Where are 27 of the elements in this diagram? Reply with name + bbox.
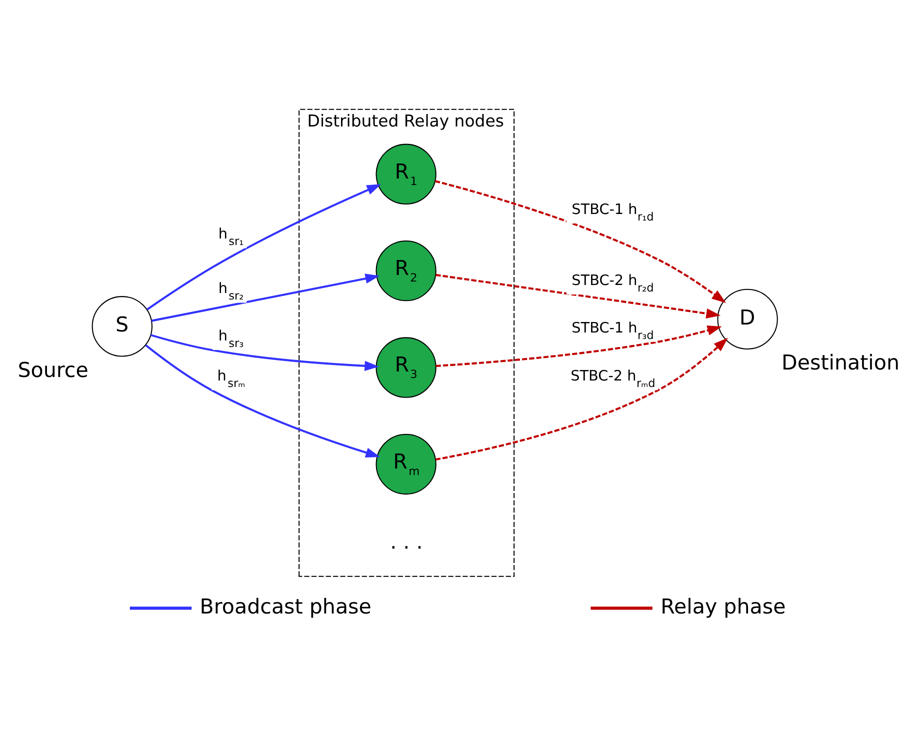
- edge-label: STBC-2 h$_{r₂d}$: [571, 272, 654, 294]
- node-circle: S: [91, 296, 152, 356]
- label: · · ·: [390, 535, 422, 560]
- edge-label: STBC-2 h$_{rₘd}$: [570, 368, 655, 390]
- node-circle: R$_{3}$: [375, 336, 436, 398]
- arrow: [434, 180, 726, 303]
- node-label: Source: [17, 357, 88, 382]
- edge-label: h$_{sr₁}$: [218, 226, 244, 248]
- edge-label: STBC-1 h$_{r₃d}$: [571, 320, 654, 342]
- edge-label: h$_{srₘ}$: [216, 368, 245, 390]
- arrow: [435, 273, 720, 318]
- node-circle: D: [716, 288, 778, 350]
- legend-label: Relay phase: [660, 594, 786, 618]
- arrow: [146, 184, 381, 310]
- edge-label: STBC-1 h$_{r₁d}$: [571, 201, 654, 223]
- arrow: [434, 337, 728, 460]
- arrow: [150, 334, 379, 370]
- node-label: Destination: [781, 350, 900, 374]
- node-circle: R$_{2}$: [375, 240, 436, 301]
- arrow: [150, 273, 380, 322]
- edge-label: h$_{sr₂}$: [218, 280, 244, 302]
- node-circle: R$_{1}$: [375, 143, 436, 204]
- node-circle: R$_{m}$: [375, 433, 436, 494]
- arrow: [144, 344, 380, 458]
- arrow: [435, 325, 722, 366]
- legend-label: Broadcast phase: [199, 594, 371, 618]
- edge-label: h$_{sr₃}$: [218, 328, 244, 350]
